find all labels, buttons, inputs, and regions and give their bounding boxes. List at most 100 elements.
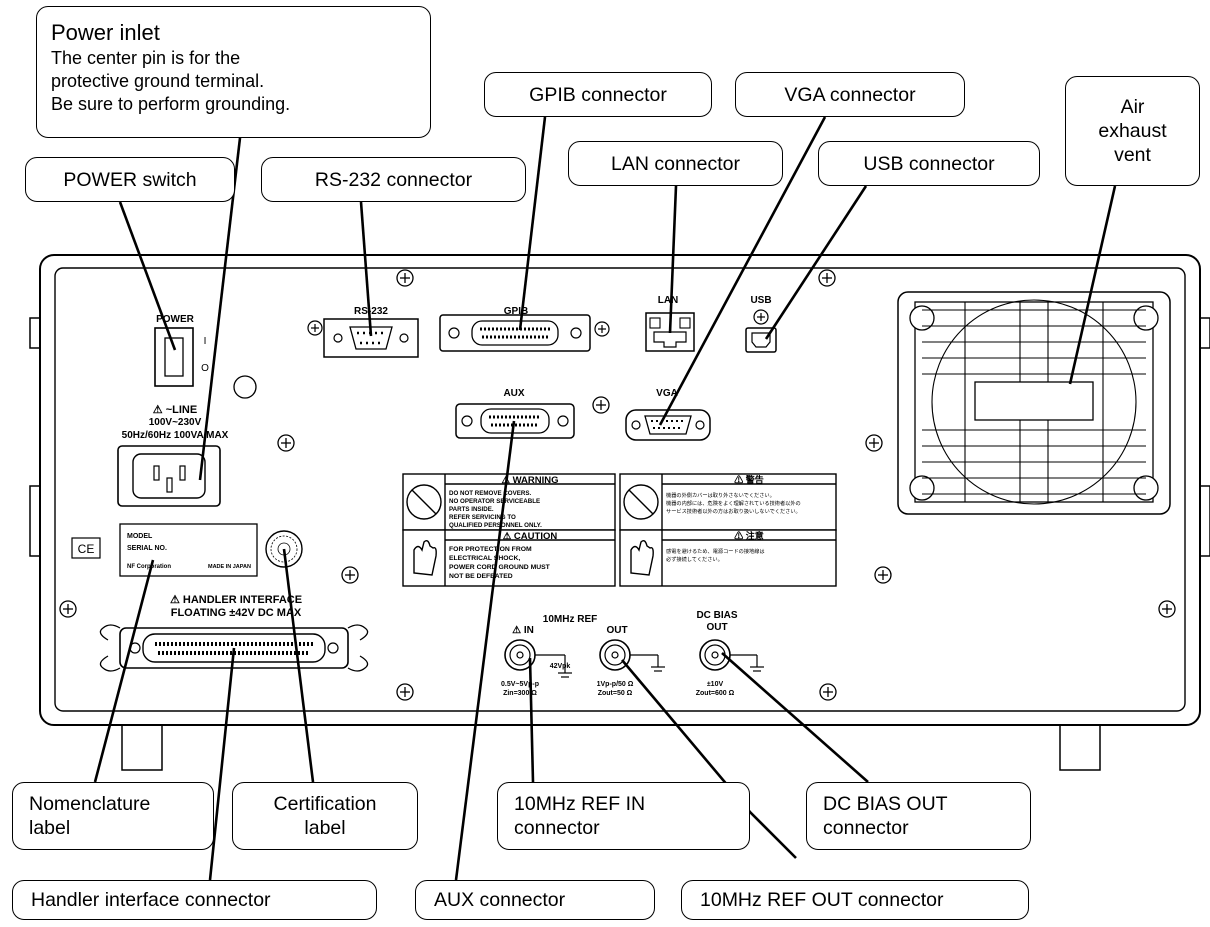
leader-ref-out	[621, 659, 797, 859]
svg-text:FOR PROTECTION FROM: FOR PROTECTION FROM	[449, 546, 532, 553]
callout-power-inlet: Power inlet The center pin is for the pr…	[36, 6, 431, 138]
safety-labels	[402, 473, 837, 587]
leader-nomenclature	[93, 559, 155, 783]
lan-connector[interactable]	[645, 312, 695, 352]
callout-certification-line: label	[304, 817, 346, 839]
dc-bias-label-line2: OUT	[706, 622, 727, 633]
leader-power-switch	[118, 201, 177, 351]
instrument-feet	[121, 717, 1101, 771]
leader-vga	[658, 116, 827, 426]
ref-title: 10MHz REF	[543, 614, 597, 625]
callout-aux-text: AUX connector	[434, 889, 566, 911]
callout-dc-bias-out: DC BIAS OUT connector	[806, 782, 1031, 850]
leader-gpib	[518, 116, 547, 331]
nomenclature-label	[119, 523, 258, 577]
svg-text:NOT BE DEFEATED: NOT BE DEFEATED	[449, 573, 513, 580]
callout-rs232: RS-232 connector	[261, 157, 526, 202]
vga-panel-label: VGA	[656, 388, 678, 399]
svg-text:QUALIFIED PERSONNEL ONLY.: QUALIFIED PERSONNEL ONLY.	[449, 522, 542, 529]
power-switch-rocker	[164, 337, 184, 377]
callout-rs232-text: RS-232 connector	[314, 168, 473, 191]
callout-power-inlet-line: protective ground terminal.	[51, 71, 265, 91]
label-maker: NF Corporation	[127, 564, 171, 570]
rs232-connector[interactable]	[307, 318, 419, 358]
svg-text:ELECTRICAL SHOCK,: ELECTRICAL SHOCK,	[449, 555, 520, 562]
caution-text: FOR PROTECTION FROM ELECTRICAL SHOCK, PO…	[449, 546, 551, 580]
svg-text:NO OPERATOR SERVICEABLE: NO OPERATOR SERVICEABLE	[449, 498, 540, 505]
jp-caution-text: 感電を避けるため、電源コードの接地線は 必ず接続してください。	[666, 547, 765, 563]
jp-warning-title: ⚠ 警告	[734, 474, 764, 485]
power-on-mark: I	[204, 336, 207, 347]
ref-in-label: ⚠ IN	[512, 625, 534, 636]
dc-bias-spec1: ±10V	[707, 681, 724, 688]
callout-nomenclature-line: Nomenclature	[29, 793, 151, 815]
callout-power-inlet-line: The center pin is for the	[51, 48, 241, 68]
dc-bias-label-line1: DC BIAS	[696, 610, 737, 621]
label-origin: MADE IN JAPAN	[208, 564, 251, 570]
callout-lan-text: LAN connector	[611, 152, 740, 175]
callout-usb: USB connector	[818, 141, 1040, 186]
callout-nomenclature-line: label	[29, 817, 71, 839]
leader-aux	[454, 420, 516, 881]
line-voltage: 100V~230V	[149, 417, 202, 428]
aux-connector[interactable]	[455, 403, 575, 439]
callout-power-switch: POWER switch	[25, 157, 235, 202]
dc-bias-out-connector[interactable]	[699, 639, 731, 671]
panel-screws	[59, 269, 1176, 701]
ce-mark: CE	[78, 542, 95, 556]
callout-power-inlet-line: Be sure to perform grounding.	[51, 94, 291, 114]
callout-gpib: GPIB connector	[484, 72, 712, 117]
jp-caution-title: ⚠ 注意	[734, 530, 764, 541]
air-exhaust-vent	[897, 291, 1171, 515]
callout-dc-bias-out-line: connector	[823, 817, 909, 839]
svg-text:REFER SERVICING TO: REFER SERVICING TO	[449, 514, 516, 521]
label-model: MODEL	[127, 533, 153, 540]
leader-dc-bias	[721, 652, 869, 783]
callout-gpib-text: GPIB connector	[529, 83, 667, 106]
callout-dc-bias-out-line: DC BIAS OUT	[823, 793, 948, 815]
callout-vga-text: VGA connector	[784, 83, 916, 106]
ce-mark-box	[71, 537, 101, 559]
aux-panel-label: AUX	[503, 388, 524, 399]
leader-handler	[208, 647, 236, 881]
rs232-panel-label: RS-232	[354, 306, 388, 317]
callout-power-switch-text: POWER switch	[63, 168, 197, 191]
callout-air-exhaust: Air exhaust vent	[1065, 76, 1200, 186]
panel-inner-border	[54, 267, 1186, 712]
dc-bias-ground	[730, 654, 764, 672]
ref-out-spec2: Zout=50 Ω	[598, 690, 633, 697]
leader-lan	[668, 185, 678, 334]
ref-in-connector[interactable]	[504, 639, 536, 671]
line-title: ⚠ ~LINE	[153, 404, 197, 416]
svg-text:感電を避けるため、電源コードの接地線は: 感電を避けるため、電源コードの接地線は	[666, 547, 765, 555]
handler-label-line1: ⚠ HANDLER INTERFACE	[170, 594, 302, 606]
callout-lan: LAN connector	[568, 141, 783, 186]
lan-panel-label: LAN	[658, 295, 679, 306]
ref-in-max: 42Vpk	[550, 663, 571, 670]
callout-vga: VGA connector	[735, 72, 965, 117]
callout-ref-in: 10MHz REF IN connector	[497, 782, 750, 850]
callout-handler: Handler interface connector	[12, 880, 377, 920]
leader-ref-in	[528, 657, 535, 783]
leader-usb	[764, 185, 868, 340]
callout-aux: AUX connector	[415, 880, 655, 920]
callout-handler-text: Handler interface connector	[31, 889, 271, 911]
ref-in-spec2: Zin=300 Ω	[503, 690, 537, 697]
svg-text:サービス技術者以外の方はお取り扱いしないでください。: サービス技術者以外の方はお取り扱いしないでください。	[666, 507, 801, 515]
svg-text:DO NOT REMOVE COVERS.: DO NOT REMOVE COVERS.	[449, 490, 531, 497]
svg-text:必ず接続してください。: 必ず接続してください。	[666, 555, 723, 563]
jp-warning-text: 機器の外側カバーは取り外さないでください。 機器の内部には、危険をよく理解されて…	[666, 491, 801, 515]
callout-air-exhaust-line: Air	[1120, 96, 1145, 118]
callout-air-exhaust-line: exhaust	[1098, 120, 1167, 142]
ref-in-ground	[535, 654, 572, 678]
usb-panel-label: USB	[750, 295, 771, 306]
leader-lines	[93, 116, 1117, 881]
power-inlet[interactable]	[117, 445, 221, 507]
svg-text:機器の内部には、危険をよく理解されている技術者以外の: 機器の内部には、危険をよく理解されている技術者以外の	[666, 499, 801, 507]
vga-connector[interactable]	[625, 409, 711, 441]
gpib-connector[interactable]	[439, 314, 610, 352]
cord-hole	[233, 375, 257, 399]
leader-air-exhaust	[1068, 185, 1117, 385]
warning-text: DO NOT REMOVE COVERS. NO OPERATOR SERVIC…	[449, 490, 542, 529]
